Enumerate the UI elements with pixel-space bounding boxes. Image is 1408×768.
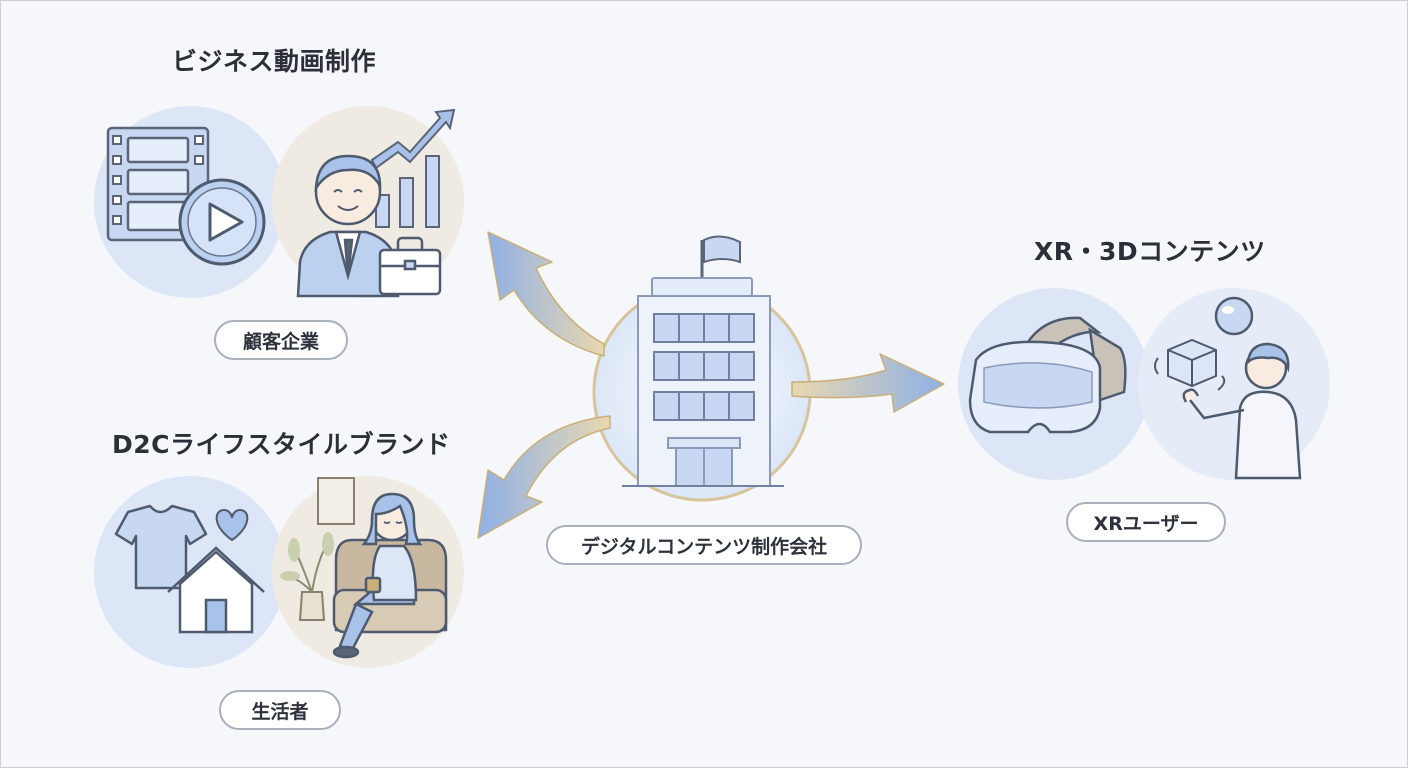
house-icon bbox=[167, 546, 265, 634]
building-icon bbox=[622, 277, 784, 487]
play-button-icon bbox=[178, 178, 266, 266]
xr-group bbox=[958, 288, 1330, 480]
d2c-group bbox=[94, 476, 464, 668]
xr-label-pill: XRユーザー bbox=[1066, 502, 1226, 542]
d2c-label-pill: 生活者 bbox=[219, 690, 341, 730]
heart-icon bbox=[215, 508, 249, 542]
woman-relaxing-icon bbox=[332, 492, 448, 659]
center-label-pill: デジタルコンテンツ制作会社 bbox=[546, 525, 862, 565]
cube-icon bbox=[1154, 338, 1226, 391]
plant-icon bbox=[280, 477, 355, 621]
d2c-title: D2Cライフスタイルブランド bbox=[112, 430, 451, 459]
business-label-pill: 顧客企業 bbox=[214, 320, 348, 360]
vr-headset-icon bbox=[968, 316, 1127, 434]
tshirt-icon bbox=[114, 504, 208, 590]
center-group bbox=[592, 235, 812, 502]
businessman-icon bbox=[296, 154, 400, 298]
flag-icon bbox=[700, 235, 741, 280]
arrow-icon bbox=[477, 231, 945, 539]
sphere-icon bbox=[1214, 296, 1254, 336]
person-gesture-icon bbox=[1182, 342, 1302, 480]
xr-title: XR・3Dコンテンツ bbox=[1034, 237, 1266, 266]
briefcase-icon bbox=[378, 236, 442, 296]
business-title: ビジネス動画制作 bbox=[172, 47, 377, 76]
business-group bbox=[94, 106, 464, 298]
